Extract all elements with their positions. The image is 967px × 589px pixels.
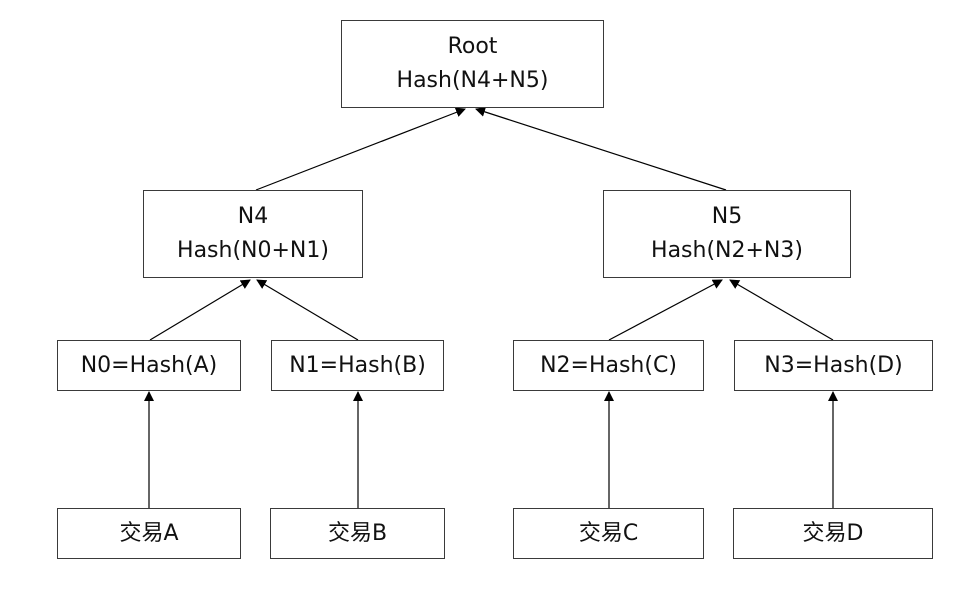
n2-node: N2=Hash(C) [513,340,704,391]
edge-n3-to-n5 [729,279,834,341]
transaction-d-node: 交易D [733,508,933,559]
edge-n0-to-n4 [149,279,251,341]
n0-node: N0=Hash(A) [57,340,241,391]
n1-label: N1=Hash(B) [289,352,426,378]
transaction-b-label: 交易B [327,520,388,546]
n4-title: N4 [237,204,269,229]
n2-label: N2=Hash(C) [540,352,677,378]
n0-label: N0=Hash(A) [80,352,218,378]
transaction-a-node: 交易A [57,508,241,559]
transaction-b-node: 交易B [270,508,445,559]
n3-node: N3=Hash(D) [734,340,933,391]
n5-formula: Hash(N2+N3) [651,238,803,263]
n3-label: N3=Hash(D) [764,352,903,378]
n4-formula: Hash(N0+N1) [177,238,329,263]
n5-title: N5 [711,204,743,229]
transaction-c-label: 交易C [578,520,639,546]
root-formula: Hash(N4+N5) [396,68,549,93]
n1-node: N1=Hash(B) [271,340,444,391]
edge-n4-to-root [255,107,466,191]
transaction-c-node: 交易C [513,508,704,559]
root-title: Root [447,34,498,59]
edge-n2-to-n5 [608,279,723,341]
transaction-a-label: 交易A [119,520,179,546]
n4-node: N4 Hash(N0+N1) [143,190,363,278]
transaction-d-label: 交易D [802,520,864,546]
edge-n5-to-root [475,107,727,191]
n5-node: N5 Hash(N2+N3) [603,190,851,278]
root-node: Root Hash(N4+N5) [341,20,604,108]
edge-n1-to-n4 [256,279,359,341]
